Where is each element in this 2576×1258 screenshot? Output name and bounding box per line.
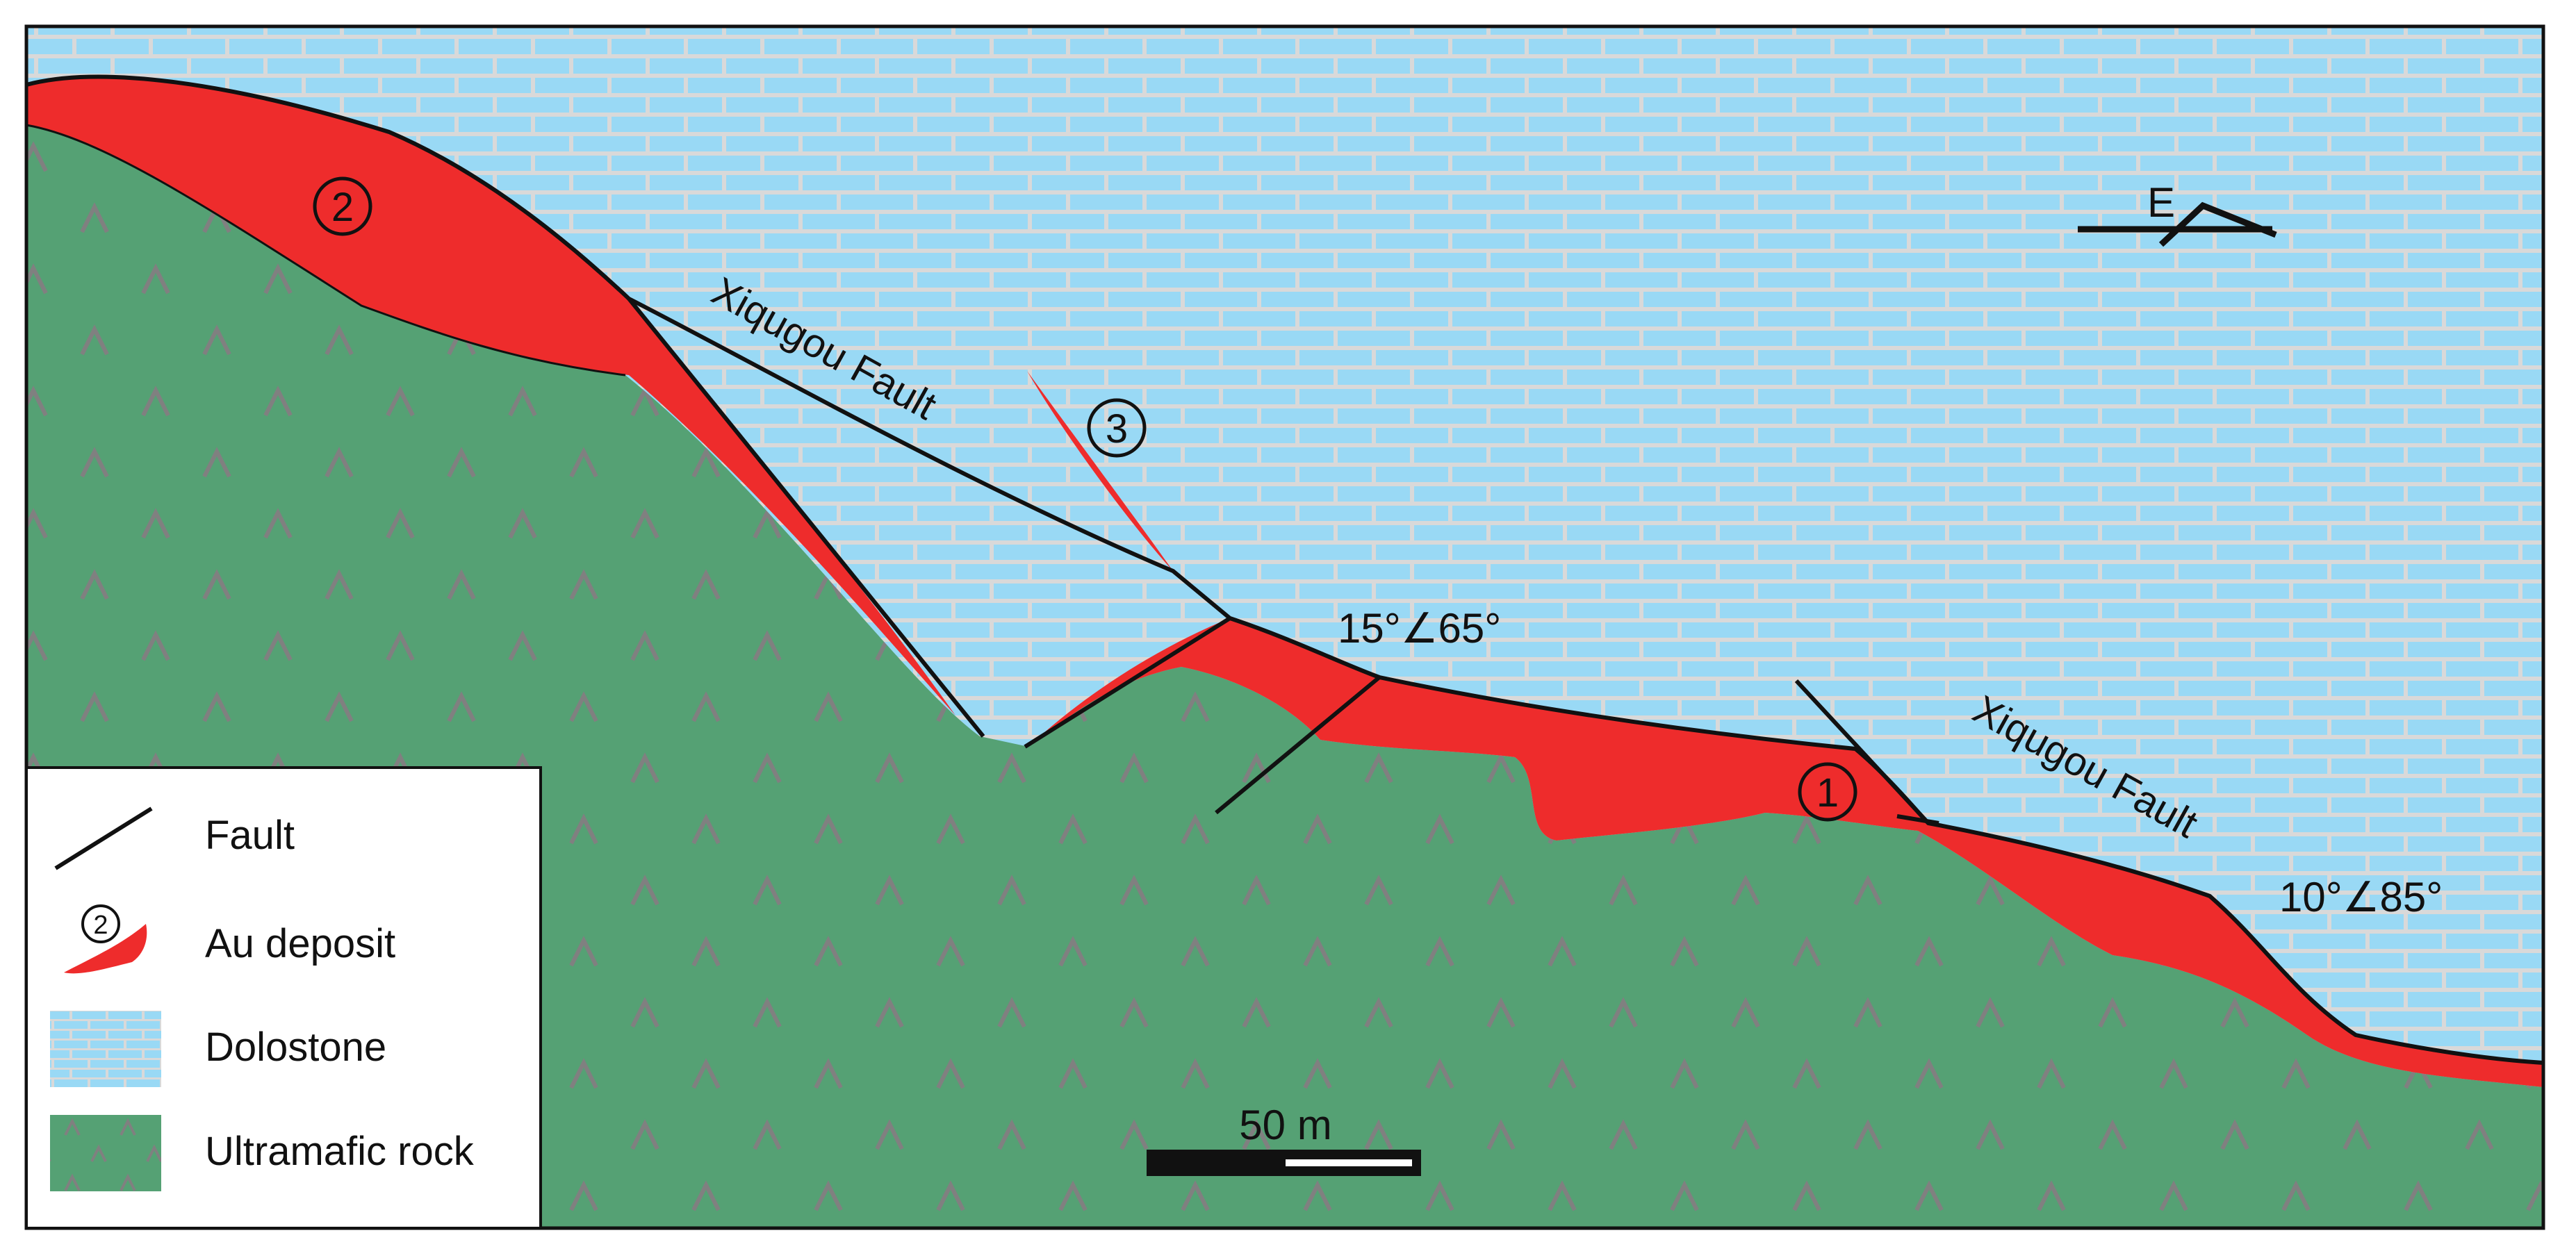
figure-frame	[24, 24, 2545, 1230]
deposit-2-lower-boundary	[26, 124, 626, 376]
svg-text:3: 3	[1106, 406, 1128, 452]
fault-line-3	[1215, 675, 1381, 815]
au-deposit-1	[1028, 618, 2543, 1087]
attitude-label-1: 15°∠65°	[1338, 605, 1501, 652]
attitude-label-2: 10°∠85°	[2279, 874, 2443, 920]
legend-label-au-deposit: Au deposit	[205, 921, 395, 966]
ultramafic-rock-unit	[26, 125, 2543, 1228]
legend-item-fault: Fault	[54, 806, 295, 870]
fault-symbol-icon	[54, 806, 153, 870]
deposit-badge-2: 2	[313, 176, 372, 236]
ultramafic-swatch-icon	[50, 1115, 161, 1191]
east-arrow-icon: E	[2078, 179, 2277, 247]
au-deposit-3	[1027, 371, 1173, 571]
au-deposit-2	[26, 76, 955, 715]
legend: Fault 2 Au deposit Dolostone Ultramafic …	[25, 766, 542, 1230]
au-deposit-badge-icon	[81, 904, 120, 943]
fault-line-2	[1024, 616, 1231, 749]
scale-bar: 50 m	[1147, 1102, 1421, 1176]
fault-line-1	[627, 297, 985, 738]
legend-label-ultramafic: Ultramafic rock	[205, 1129, 475, 1174]
svg-text:2: 2	[93, 911, 108, 940]
legend-label-fault: Fault	[205, 813, 295, 858]
svg-text:1: 1	[1816, 770, 1839, 816]
legend-item-ultramafic: Ultramafic rock	[50, 1115, 475, 1191]
fault-line-5	[1896, 814, 1939, 825]
au-deposit-symbol-icon	[64, 924, 147, 974]
xiqugou-fault-trace	[26, 74, 2544, 1065]
deposit-badge-1: 1	[1798, 762, 1857, 822]
fault-line-4	[1794, 679, 1930, 825]
svg-text:2: 2	[331, 185, 354, 230]
legend-item-dolostone: Dolostone	[50, 1011, 386, 1087]
scale-bar-label: 50 m	[1239, 1102, 1331, 1148]
legend-label-dolostone: Dolostone	[205, 1025, 386, 1070]
deposit-badge-3: 3	[1087, 398, 1147, 458]
dolostone-swatch-icon	[50, 1011, 161, 1087]
legend-item-au-deposit: 2 Au deposit	[64, 904, 395, 974]
direction-label: E	[2147, 179, 2175, 226]
